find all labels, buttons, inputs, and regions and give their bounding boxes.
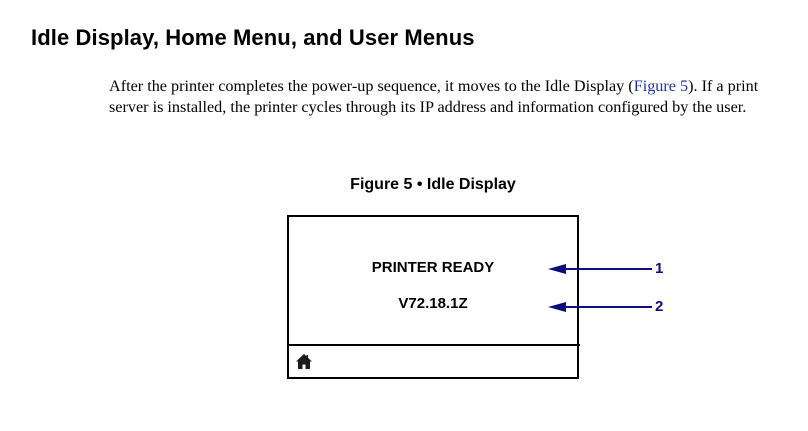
home-icon bbox=[295, 353, 313, 370]
callout-number-1: 1 bbox=[655, 260, 664, 277]
paragraph-text-end: ). If a print server is installed, the p… bbox=[109, 77, 759, 116]
callout-arrow-1 bbox=[548, 261, 653, 277]
idle-display-frame bbox=[287, 215, 579, 379]
display-version-line: V72.18.1Z bbox=[398, 295, 468, 312]
callout-number-2: 2 bbox=[655, 298, 664, 315]
callout-arrow-2 bbox=[548, 299, 653, 315]
display-status-line: PRINTER READY bbox=[371, 259, 495, 276]
figure-5-link[interactable]: Figure 5 bbox=[633, 77, 689, 95]
section-heading: Idle Display, Home Menu, and User Menus bbox=[31, 25, 475, 50]
figure-caption: Figure 5 • Idle Display bbox=[350, 176, 516, 193]
paragraph-text-start: After the printer completes the power-up… bbox=[109, 77, 634, 95]
body-paragraph: After the printer completes the power-up… bbox=[109, 76, 779, 118]
display-divider bbox=[287, 344, 580, 346]
